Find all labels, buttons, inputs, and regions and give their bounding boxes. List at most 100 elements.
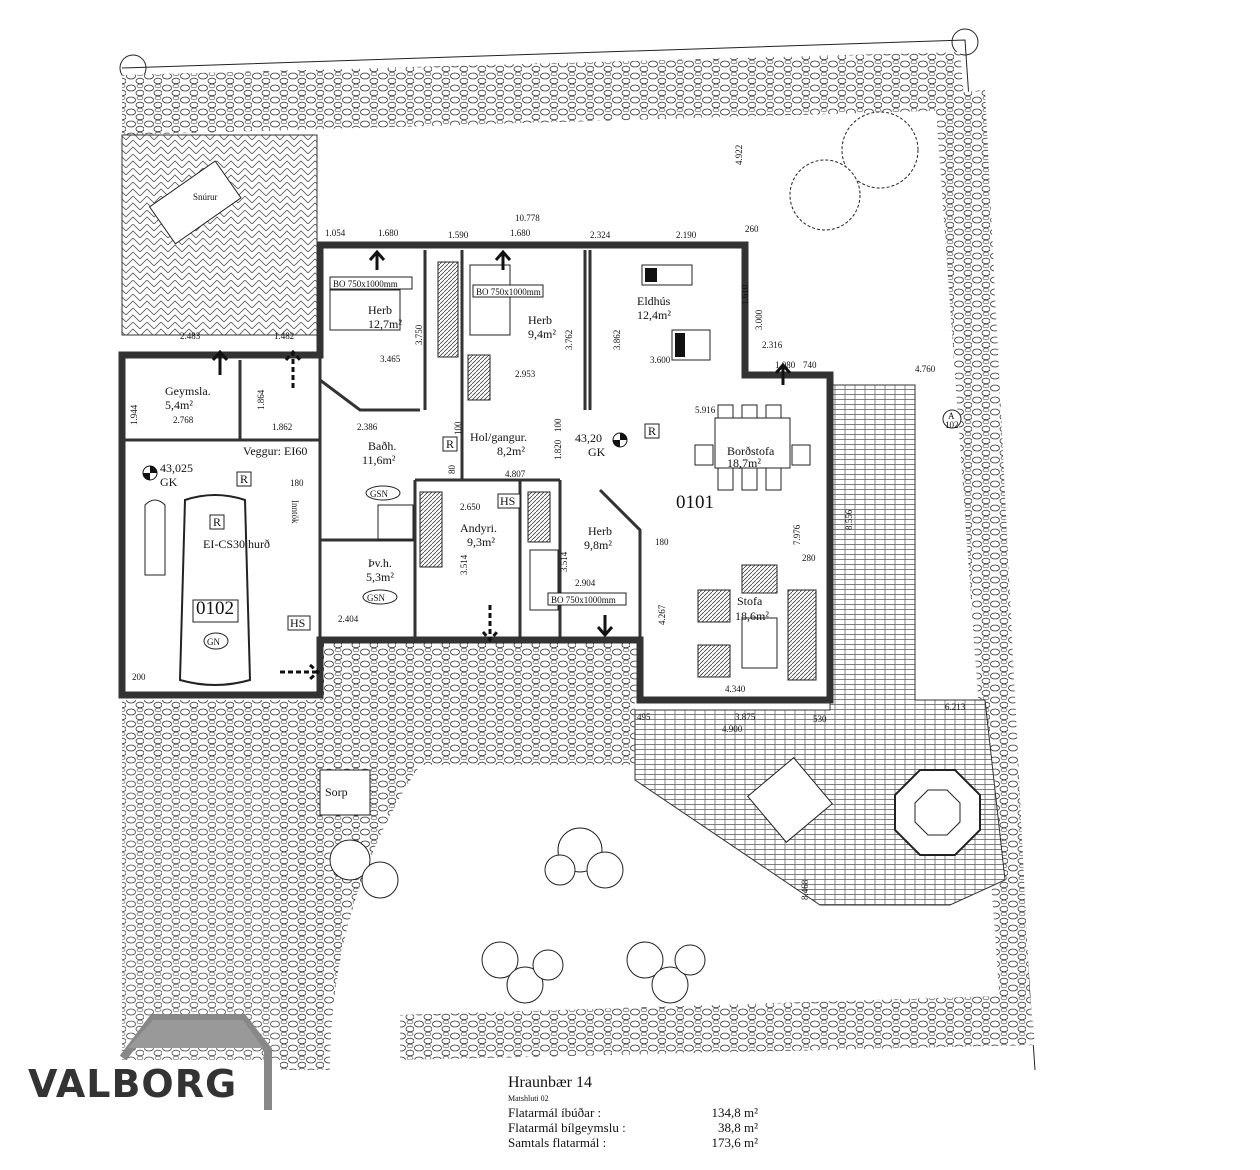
svg-text:R: R xyxy=(446,437,454,451)
svg-text:5,3m²: 5,3m² xyxy=(366,570,394,584)
svg-text:3.862: 3.862 xyxy=(612,330,622,350)
svg-text:R: R xyxy=(213,515,221,529)
area-row: Flatarmál bílgeymslu :38,8 m² xyxy=(508,1120,758,1135)
svg-text:2.904: 2.904 xyxy=(575,578,596,588)
svg-text:18,6m²: 18,6m² xyxy=(735,609,769,623)
hedge-south xyxy=(400,995,1035,1060)
svg-text:1.482: 1.482 xyxy=(274,331,294,341)
svg-text:3.875: 3.875 xyxy=(735,712,756,722)
svg-text:9,4m²: 9,4m² xyxy=(528,327,556,341)
bin-enclosure xyxy=(319,769,371,816)
svg-text:3.600: 3.600 xyxy=(650,355,671,365)
svg-text:11,6m²: 11,6m² xyxy=(362,453,396,467)
svg-text:2.386: 2.386 xyxy=(357,422,378,432)
svg-text:BO 750x1000mm: BO 750x1000mm xyxy=(551,595,616,605)
svg-text:1.590: 1.590 xyxy=(448,230,469,240)
svg-text:HS: HS xyxy=(290,616,305,630)
car-icon xyxy=(178,494,252,686)
svg-text:1.820: 1.820 xyxy=(553,439,563,460)
area-row: Samtals flatarmál : 173,6 m² xyxy=(508,1135,758,1150)
svg-text:1.862: 1.862 xyxy=(272,422,292,432)
svg-text:2.768: 2.768 xyxy=(173,415,194,425)
svg-text:180: 180 xyxy=(655,537,669,547)
svg-text:3.465: 3.465 xyxy=(380,354,401,364)
svg-text:Hol/gangur.: Hol/gangur. xyxy=(470,430,527,444)
svg-text:1.080: 1.080 xyxy=(775,360,796,370)
svg-text:3.514: 3.514 xyxy=(459,554,469,575)
svg-text:BO 750x1000mm: BO 750x1000mm xyxy=(333,279,398,289)
svg-text:Herb: Herb xyxy=(528,313,552,327)
patio-table xyxy=(747,757,833,843)
svg-text:EI-CS30 hurð: EI-CS30 hurð xyxy=(203,537,270,551)
svg-text:1.680: 1.680 xyxy=(378,228,399,238)
svg-text:BO 750x1000mm: BO 750x1000mm xyxy=(476,287,541,297)
svg-text:2.404: 2.404 xyxy=(338,614,359,624)
matshluti: Matshluti 02 xyxy=(508,1094,549,1103)
svg-text:8,2m²: 8,2m² xyxy=(497,444,525,458)
area-label: Flatarmál íbúðar : xyxy=(508,1105,602,1120)
svg-text:12,4m²: 12,4m² xyxy=(637,308,671,322)
svg-text:3.762: 3.762 xyxy=(564,330,574,350)
svg-text:A: A xyxy=(948,411,955,421)
svg-text:4.922: 4.922 xyxy=(734,145,744,165)
svg-text:260: 260 xyxy=(745,224,759,234)
logo-text: VALBORG xyxy=(28,1062,238,1106)
svg-text:100: 100 xyxy=(453,421,463,435)
svg-text:1.864: 1.864 xyxy=(256,389,266,410)
bin-label: Sorp xyxy=(325,785,348,799)
svg-text:Inntök: Inntök xyxy=(290,500,300,524)
svg-text:2.324: 2.324 xyxy=(590,230,611,240)
svg-text:2.483: 2.483 xyxy=(180,331,201,341)
paved-terrace xyxy=(121,134,318,336)
svg-text:495: 495 xyxy=(637,712,651,722)
svg-text:530: 530 xyxy=(813,714,827,724)
wood-deck xyxy=(634,384,1006,906)
svg-text:Eldhús: Eldhús xyxy=(637,294,671,308)
svg-text:3.750: 3.750 xyxy=(414,324,424,345)
svg-text:HS: HS xyxy=(500,494,515,508)
svg-text:180: 180 xyxy=(290,478,304,488)
svg-text:6.213: 6.213 xyxy=(945,702,966,712)
svg-text:4.760: 4.760 xyxy=(915,364,936,374)
svg-text:4.340: 4.340 xyxy=(725,684,746,694)
boundary-marker xyxy=(951,28,979,56)
area-value: 173,6 m² xyxy=(711,1135,758,1150)
svg-text:Andyri.: Andyri. xyxy=(460,521,497,535)
svg-text:GSN: GSN xyxy=(367,593,386,603)
svg-text:740: 740 xyxy=(803,360,817,370)
hot-tub xyxy=(894,769,981,856)
svg-text:100: 100 xyxy=(553,418,563,432)
elevation-marker: 43,025 GK xyxy=(142,461,193,489)
svg-text:200: 200 xyxy=(132,672,146,682)
clothesline-icon xyxy=(148,160,242,245)
svg-text:1.680: 1.680 xyxy=(510,228,531,238)
svg-text:GSN: GSN xyxy=(370,489,389,499)
svg-text:4.807: 4.807 xyxy=(505,469,526,479)
driveway xyxy=(122,700,635,1070)
svg-text:GN: GN xyxy=(207,637,220,647)
svg-text:80: 80 xyxy=(447,465,457,475)
svg-text:8.468: 8.468 xyxy=(800,879,810,900)
svg-text:2.650: 2.650 xyxy=(460,502,481,512)
svg-text:1.610: 1.610 xyxy=(740,284,750,305)
svg-text:Þv.h.: Þv.h. xyxy=(368,556,392,570)
address: Hraunbær 14 xyxy=(508,1074,592,1091)
svg-text:GK: GK xyxy=(588,445,606,459)
area-label: Samtals flatarmál : xyxy=(508,1135,607,1150)
svg-text:2.190: 2.190 xyxy=(676,230,697,240)
svg-text:Borðstofa: Borðstofa xyxy=(727,444,775,458)
hot-tub-inner xyxy=(914,789,961,836)
svg-text:Herb: Herb xyxy=(368,303,392,317)
svg-text:GK: GK xyxy=(160,475,178,489)
area-value: 38,8 m² xyxy=(717,1120,758,1135)
svg-text:2.953: 2.953 xyxy=(515,369,536,379)
svg-text:1.054: 1.054 xyxy=(325,228,346,238)
trees xyxy=(329,111,919,1004)
svg-text:9,8m²: 9,8m² xyxy=(584,538,612,552)
svg-text:102: 102 xyxy=(945,420,959,430)
svg-text:4.267: 4.267 xyxy=(657,604,667,625)
svg-text:4.900: 4.900 xyxy=(722,724,743,734)
svg-text:7.976: 7.976 xyxy=(792,524,802,545)
